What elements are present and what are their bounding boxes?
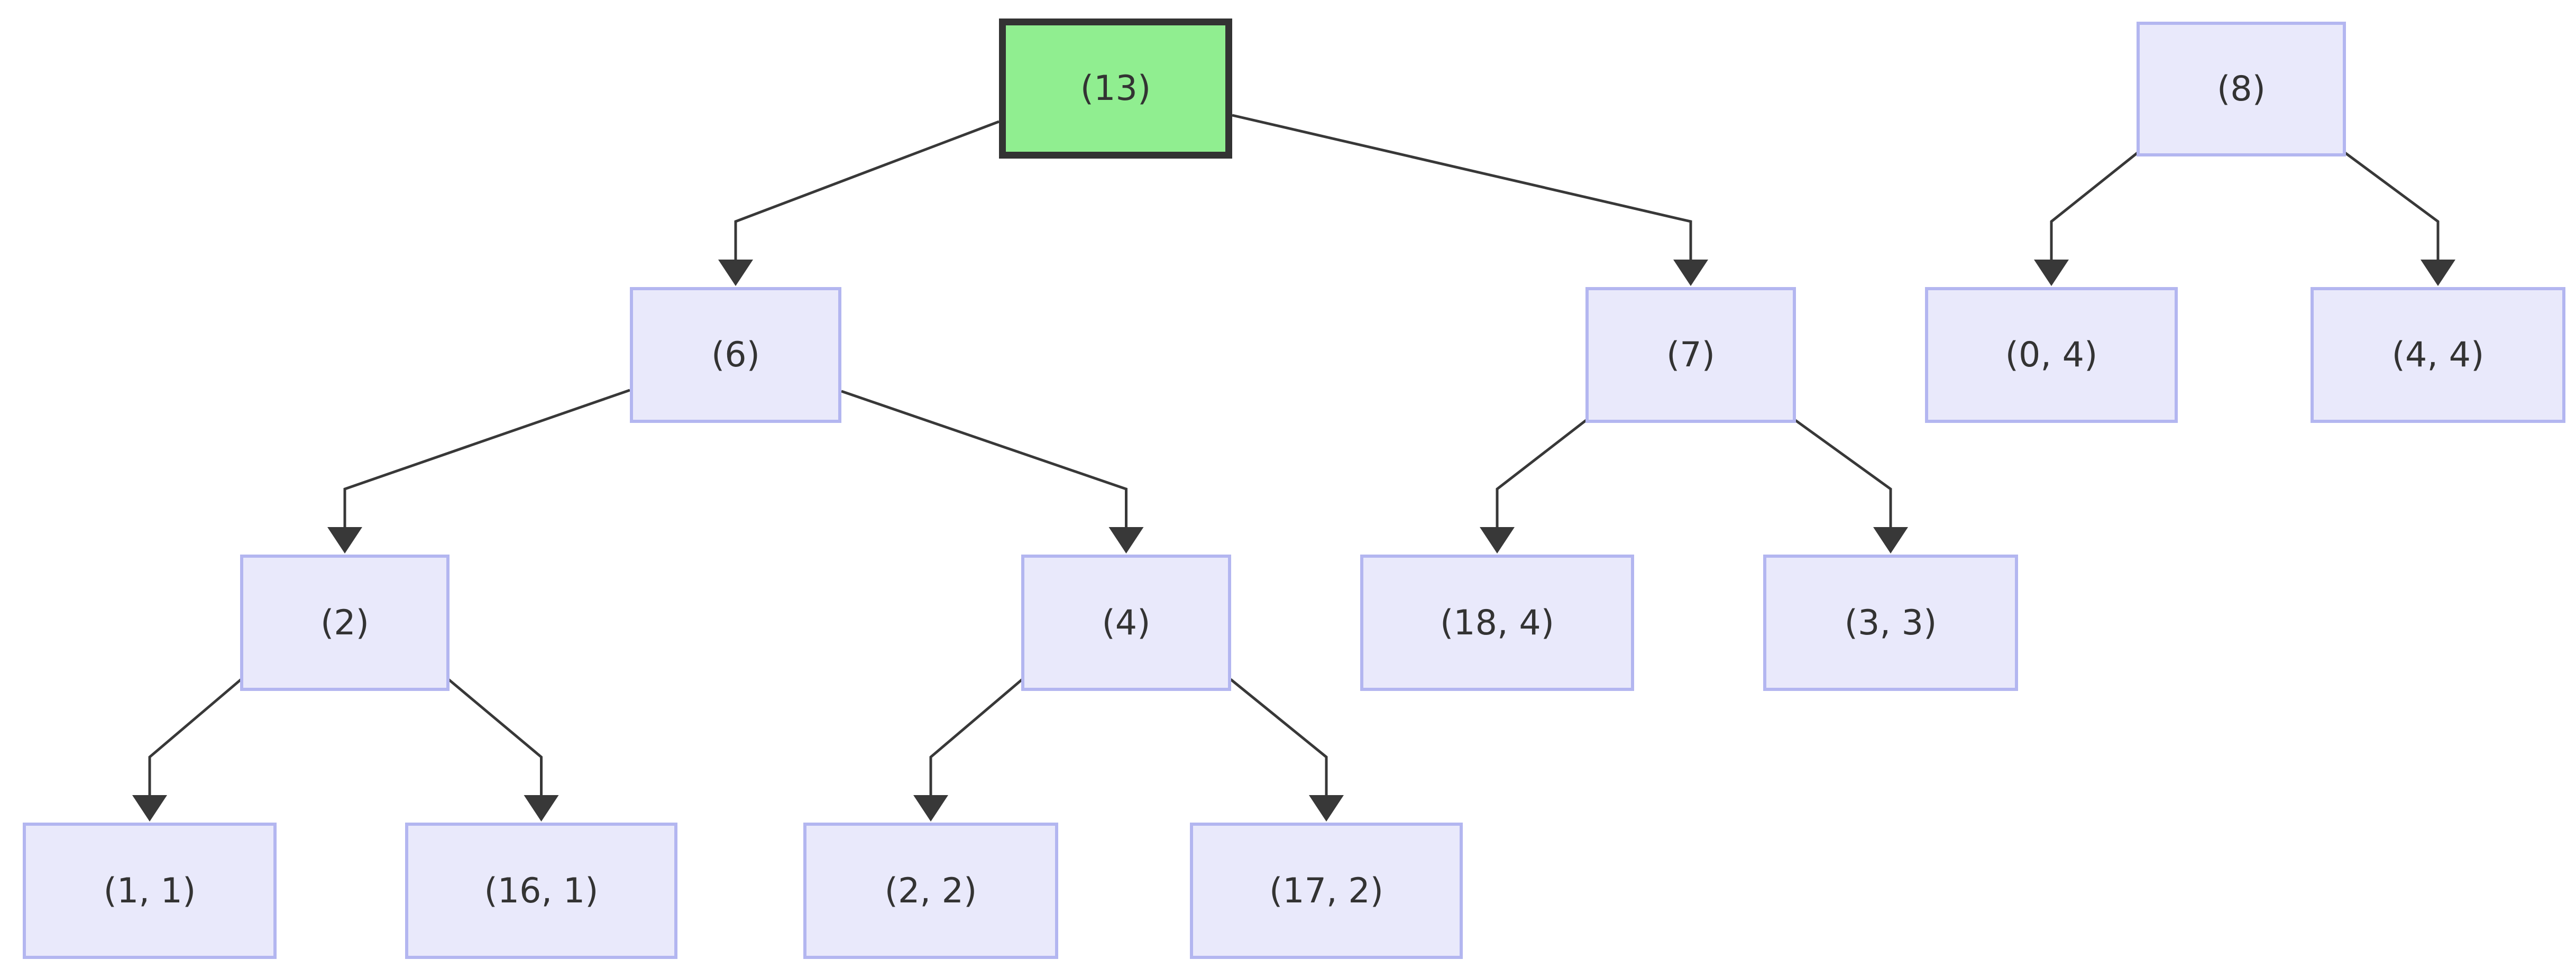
- tree-node-n2_2: (2, 2): [803, 823, 1058, 959]
- edge-arrowhead: [913, 795, 948, 822]
- node-label: (2, 2): [884, 871, 977, 911]
- node-label: (3, 3): [1844, 603, 1937, 643]
- edge-line: [734, 120, 1000, 260]
- edge-line: [1794, 419, 1892, 527]
- tree-node-n3_3: (3, 3): [1763, 555, 2018, 691]
- node-label: (7): [1666, 335, 1716, 375]
- tree-node-n16_1: (16, 1): [405, 823, 677, 959]
- tree-node-n6: (6): [630, 287, 841, 423]
- node-label: (13): [1080, 69, 1151, 108]
- edge-arrowhead: [1480, 527, 1515, 553]
- edge-arrowhead: [2034, 260, 2069, 286]
- edge-line: [1496, 419, 1587, 527]
- edge-arrowhead: [524, 795, 559, 822]
- edge-arrowhead: [718, 260, 753, 286]
- tree-node-n8: (8): [2137, 22, 2346, 156]
- node-label: (2): [320, 603, 370, 643]
- edge-line: [929, 678, 1023, 795]
- tree-node-n1_1: (1, 1): [23, 823, 277, 959]
- edge-line: [2343, 151, 2440, 260]
- node-label: (17, 2): [1269, 871, 1384, 911]
- edge-arrowhead: [1309, 795, 1344, 822]
- edge-line: [1232, 114, 1692, 260]
- edge-arrowhead: [1673, 260, 1708, 286]
- tree-node-n4_4: (4, 4): [2311, 287, 2565, 423]
- tree-node-n0_4: (0, 4): [1925, 287, 2178, 423]
- edge-line: [2050, 151, 2139, 260]
- node-label: (6): [711, 335, 760, 375]
- node-label: (1, 1): [103, 871, 196, 911]
- node-label: (8): [2216, 69, 2266, 109]
- edge-line: [1230, 678, 1328, 795]
- edge-arrowhead: [1108, 527, 1144, 553]
- tree-node-n13: (13): [999, 19, 1232, 159]
- node-label: (16, 1): [484, 871, 599, 911]
- node-label: (4): [1102, 603, 1151, 643]
- node-label: (4, 4): [2391, 335, 2485, 375]
- tree-node-n2: (2): [240, 555, 450, 691]
- node-label: (18, 4): [1440, 603, 1555, 643]
- tree-node-n4: (4): [1021, 555, 1231, 691]
- edge-arrowhead: [2421, 260, 2455, 286]
- edge-line: [841, 390, 1127, 527]
- tree-node-n17_2: (17, 2): [1190, 823, 1463, 959]
- edge-line: [148, 678, 242, 795]
- edge-arrowhead: [132, 795, 167, 822]
- edge-arrowhead: [327, 527, 362, 553]
- tree-node-n18_4: (18, 4): [1360, 555, 1634, 691]
- edge-line: [343, 389, 630, 527]
- node-label: (0, 4): [2005, 335, 2098, 375]
- edge-line: [447, 678, 543, 795]
- tree-node-n7: (7): [1585, 287, 1796, 423]
- edge-arrowhead: [1873, 527, 1908, 553]
